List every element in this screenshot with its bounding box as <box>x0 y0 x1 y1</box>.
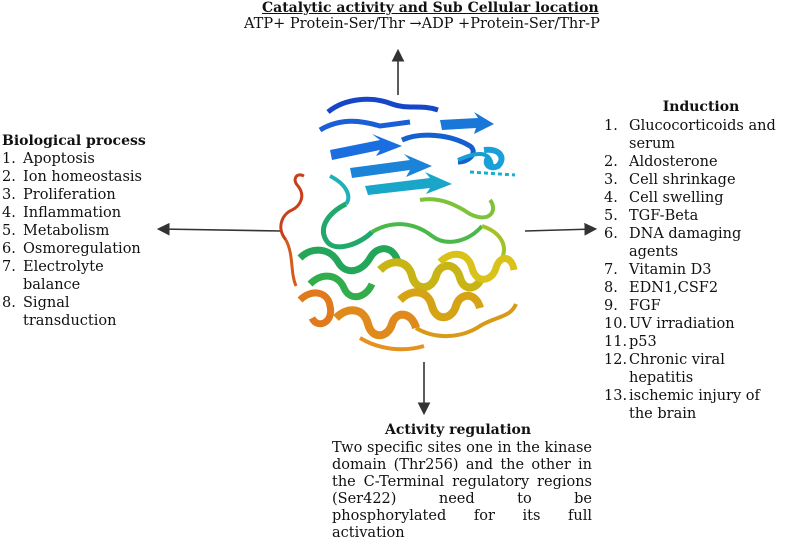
biological-process-panel: Biological process 1. Apoptosis 2. Ion home… <box>2 133 152 330</box>
induction-item-number: 2. <box>604 154 618 170</box>
induction-item-label: Cell shrinkage <box>629 172 736 188</box>
arrow-right <box>524 222 598 236</box>
biological-process-item: 8. Signal transduction <box>2 294 152 330</box>
induction-panel: Induction 1. Glucocorticoids and serum 2. A… <box>604 99 785 423</box>
induction-item: 10.UV irradiation <box>604 315 785 333</box>
biological-process-item-number: 4. <box>2 205 16 221</box>
activity-regulation-title: Activity regulation <box>385 422 532 438</box>
biological-process-item-number: 8. <box>2 295 16 311</box>
biological-process-item-label: Inflammation <box>23 205 122 221</box>
biological-process-item-label: Proliferation <box>23 187 116 203</box>
induction-item-number: 13. <box>604 388 628 404</box>
induction-item-label: TGF-Beta <box>629 208 699 224</box>
induction-item-number: 10. <box>604 316 628 332</box>
induction-item: 9. FGF <box>604 297 785 315</box>
biological-process-item-label: Electrolyte balance <box>23 259 104 293</box>
biological-process-title: Biological process <box>2 133 146 149</box>
induction-item-label: Chronic viral hepatitis <box>629 352 725 386</box>
induction-list: 1. Glucocorticoids and serum 2. Aldosterone… <box>604 117 785 423</box>
induction-item-number: 5. <box>604 208 618 224</box>
induction-item-label: Glucocorticoids and serum <box>629 118 776 152</box>
induction-item-label: DNA damaging agents <box>629 226 742 260</box>
biological-process-item-number: 5. <box>2 223 16 239</box>
induction-item-label: EDN1,CSF2 <box>629 280 719 296</box>
protein-c-lobe <box>279 173 518 352</box>
induction-item: 6. DNA damaging agents <box>604 225 785 261</box>
induction-item: 11.p53 <box>604 333 785 351</box>
induction-item-number: 8. <box>604 280 618 296</box>
induction-item-label: p53 <box>629 334 657 350</box>
induction-item: 4. Cell swelling <box>604 189 785 207</box>
induction-item: 1. Glucocorticoids and serum <box>604 117 785 153</box>
induction-item: 13.ischemic injury of the brain <box>604 387 785 423</box>
biological-process-item-label: Apoptosis <box>23 151 95 167</box>
induction-item-label: Cell swelling <box>629 190 724 206</box>
biological-process-item-label: Metabolism <box>23 223 110 239</box>
induction-item-number: 4. <box>604 190 618 206</box>
biological-process-item: 1. Apoptosis <box>2 150 152 168</box>
biological-process-item-label: Signal transduction <box>23 295 117 329</box>
induction-item-number: 1. <box>604 118 618 134</box>
biological-process-item-number: 1. <box>2 151 16 167</box>
biological-process-item: 4. Inflammation <box>2 204 152 222</box>
arrow-left <box>156 222 283 236</box>
biological-process-item-number: 2. <box>2 169 16 185</box>
induction-item-label: FGF <box>629 298 661 314</box>
biological-process-item-label: Ion homeostasis <box>23 169 142 185</box>
induction-item-number: 11. <box>604 334 628 350</box>
activity-regulation-text: Two specific sites one in the kinase dom… <box>332 440 592 541</box>
protein-hinge <box>297 197 506 301</box>
induction-item-label: Vitamin D3 <box>629 262 712 278</box>
induction-item-label: UV irradiation <box>629 316 735 332</box>
induction-item-number: 12. <box>604 352 628 368</box>
induction-item: 12.Chronic viral hepatitis <box>604 351 785 387</box>
induction-item-number: 9. <box>604 298 618 314</box>
induction-item: 5. TGF-Beta <box>604 207 785 225</box>
biological-process-item-number: 7. <box>2 259 16 275</box>
induction-item: 3. Cell shrinkage <box>604 171 785 189</box>
biological-process-item: 3. Proliferation <box>2 186 152 204</box>
induction-item-number: 6. <box>604 226 618 242</box>
induction-title: Induction <box>662 99 740 115</box>
biological-process-item: 5. Metabolism <box>2 222 152 240</box>
induction-item-label: ischemic injury of the brain <box>629 388 760 422</box>
induction-item-label: Aldosterone <box>629 154 718 170</box>
biological-process-item: 2. Ion homeostasis <box>2 168 152 186</box>
biological-process-item-number: 3. <box>2 187 16 203</box>
biological-process-item: 6. Osmoregulation <box>2 240 152 258</box>
catalytic-reaction: ATP+ Protein-Ser/Thr →ADP +Protein-Ser/T… <box>244 16 600 32</box>
induction-item: 8. EDN1,CSF2 <box>604 279 785 297</box>
biological-process-list: 1. Apoptosis 2. Ion homeostasis 3. Proliferat… <box>2 150 152 330</box>
induction-item-number: 7. <box>604 262 618 278</box>
induction-item-number: 3. <box>604 172 618 188</box>
biological-process-item-label: Osmoregulation <box>23 241 141 257</box>
biological-process-item-number: 6. <box>2 241 16 257</box>
catalytic-title: Catalytic activity and Sub Cellular loca… <box>262 0 599 16</box>
induction-item: 7. Vitamin D3 <box>604 261 785 279</box>
biological-process-item: 7. Electrolyte balance <box>2 258 152 294</box>
protein-n-lobe <box>318 96 516 206</box>
induction-item: 2. Aldosterone <box>604 153 785 171</box>
